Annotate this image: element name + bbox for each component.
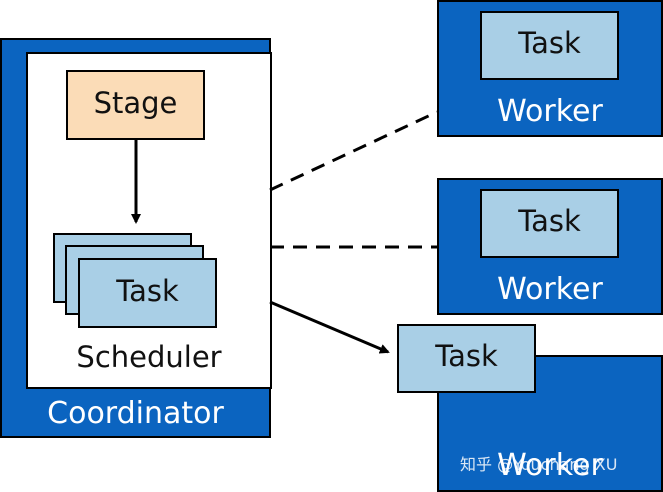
watermark: 知乎 @Youchang XU [460,455,618,474]
scheduler-task-label: Task [116,274,179,308]
assign-arrow [269,300,390,354]
assigned-task-box [397,324,536,393]
stacked-task-front [78,258,217,328]
worker-task-box-2 [480,189,619,258]
assigned-task-label: Task [435,339,498,373]
worker-box-3 [437,355,663,492]
worker-task-label-2: Task [518,204,581,238]
worker-task-label-1: Task [518,26,581,60]
coordinator-label: Coordinator [47,396,224,431]
scheduler-label: Scheduler [76,340,222,374]
worker-label-1: Worker [497,94,603,129]
stage-label: Stage [93,86,178,120]
dashed-link-worker-1 [269,110,438,192]
worker-label-3: Worker [497,448,603,483]
stage-box [66,70,205,140]
worker-task-box-1 [480,11,619,80]
worker-label-2: Worker [497,272,603,307]
